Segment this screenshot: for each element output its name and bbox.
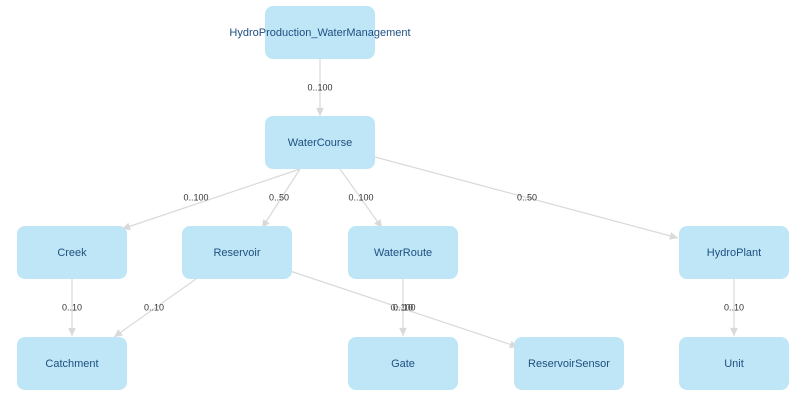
edge-line [289,270,519,348]
multiplicity-label: 0..100 [390,302,415,312]
edge-waterroute-gate: 0..100 [390,279,416,336]
edge-line [113,278,197,338]
edge-line [339,168,383,229]
node-gate[interactable]: Gate [348,337,458,390]
arrowhead-icon [68,327,76,336]
edge-hydroplant-unit: 0..10 [724,279,744,336]
node-hydroproduction-watermanagement[interactable]: HydroProduction_WaterManagement [229,6,411,59]
multiplicity-label: 0..50 [269,192,289,202]
edge-watercourse-hydroplant: 0..50 [374,156,679,240]
node-watercourse[interactable]: WaterCourse [265,116,375,169]
multiplicity-label: 0..100 [183,192,208,202]
edge-line [121,168,301,230]
multiplicity-label: 0..10 [724,302,744,312]
arrowhead-icon [316,107,324,116]
arrowhead-icon [374,219,382,228]
multiplicity-label: 0..10 [62,302,82,312]
arrowhead-icon [669,232,678,240]
edge-line [374,156,679,239]
node-waterroute[interactable]: WaterRoute [348,226,458,279]
arrowhead-icon [730,327,738,336]
edge-watercourse-reservoir: 0..50 [261,168,301,229]
edge-reservoir-catchment: 0..10 [113,278,197,338]
node-reservoir[interactable]: Reservoir [182,226,292,279]
arrowhead-icon [262,219,270,228]
arrowhead-icon [399,327,407,336]
multiplicity-label: 0..50 [517,192,537,202]
multiplicity-label: 0..10 [393,302,413,312]
node-reservoirsensor[interactable]: ReservoirSensor [514,337,624,390]
edge-root-watercourse: 0..100 [307,59,333,116]
multiplicity-label: 0..100 [348,192,373,202]
node-unit[interactable]: Unit [679,337,789,390]
edge-watercourse-waterroute: 0..100 [339,168,383,229]
node-hydroplant[interactable]: HydroPlant [679,226,789,279]
arrowhead-icon [114,329,123,337]
node-creek[interactable]: Creek [17,226,127,279]
edge-line [261,168,301,229]
edge-creek-catchment: 0..10 [62,279,82,336]
multiplicity-label: 0..10 [144,302,164,312]
node-catchment[interactable]: Catchment [17,337,127,390]
multiplicity-label: 0..100 [307,82,332,92]
